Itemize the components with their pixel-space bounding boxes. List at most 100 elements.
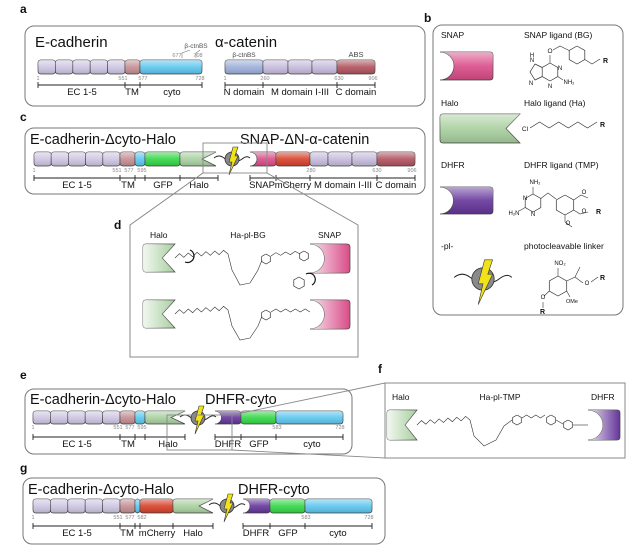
residue-number: 583	[272, 425, 281, 431]
residue-number: 595	[137, 425, 146, 431]
halo-tag-icon	[142, 299, 176, 329]
ha-pl-bg-chain	[270, 250, 301, 257]
residue-number: 582	[137, 515, 146, 521]
tmp-pyrimidine-ring	[524, 193, 542, 213]
pl-ring	[261, 309, 271, 321]
cyto-domain	[304, 498, 373, 514]
bg-benzene-ring	[568, 45, 586, 65]
tm-domain	[119, 498, 136, 514]
tm-domain	[124, 59, 141, 75]
domain-label: Halo	[158, 439, 178, 450]
residue-number: 280	[306, 168, 315, 174]
domain-label: Halo	[183, 528, 203, 539]
halo-label: Halo	[441, 98, 459, 108]
panel-b-box	[432, 24, 624, 316]
panel-label-c: c	[20, 110, 27, 124]
domain-label: EC 1-5	[62, 528, 92, 539]
residue-number: 1	[36, 76, 39, 82]
bg-ring	[299, 250, 309, 262]
bs-bracket	[181, 49, 191, 58]
bond	[540, 192, 557, 200]
domain-label: cyto	[329, 528, 346, 539]
gfp-domain	[269, 498, 306, 514]
bond	[566, 290, 571, 298]
pl-benzene-ring	[548, 275, 568, 297]
juxtamembrane-segment	[134, 498, 141, 514]
snap-tag-icon	[439, 51, 494, 81]
domain-label: EC 1-5	[62, 439, 92, 450]
panel-label-a: a	[20, 2, 27, 16]
m-domain-3	[351, 151, 378, 167]
tmp-pyrimidine-ring	[563, 419, 573, 431]
ec-domain-2	[55, 59, 74, 75]
panel-label-e: e	[20, 368, 27, 382]
halo-tag-icon	[439, 113, 521, 144]
atom-label: N	[530, 58, 534, 64]
residue-number: 577	[124, 168, 133, 174]
panel-f-box	[384, 382, 626, 459]
panel-e-box	[24, 388, 353, 455]
residue-number: 577	[138, 76, 147, 82]
construct-e-right-title: DHFR-cyto	[205, 392, 277, 408]
domain-label: DHFR	[243, 528, 270, 539]
atom-label: H₂N	[509, 211, 520, 217]
n-domain	[224, 59, 264, 75]
residue-number: 577	[125, 425, 134, 431]
dhfr-label: DHFR	[591, 392, 615, 402]
r-group-label: R	[540, 309, 545, 316]
tmp-benzene-ring	[546, 414, 556, 426]
bg-pyrimidine-ring	[541, 62, 559, 82]
dhfr-ligand-label: DHFR ligand (TMP)	[524, 160, 599, 170]
bs-bracket	[195, 49, 201, 58]
residue-number: 630	[372, 168, 381, 174]
ha-pl-tmp-chain	[469, 419, 513, 447]
residue-number: 1	[31, 515, 34, 521]
r-group-label: R	[603, 58, 608, 65]
gfp-domain	[240, 410, 277, 425]
atom-label: N	[558, 66, 562, 72]
cyto-domain	[139, 59, 203, 75]
ha-pl-bg-chain	[174, 305, 229, 315]
gfp-domain	[144, 151, 181, 167]
residue-number: 1	[31, 425, 34, 431]
residue-number: 583	[301, 515, 310, 521]
ha-pl-tmp-chain	[521, 414, 546, 419]
ha-pl-bg-chain	[270, 308, 311, 313]
domain-label: SNAP	[249, 180, 275, 191]
atom-label: N	[531, 212, 535, 218]
dhfr-domain	[214, 410, 242, 425]
ha-pl-bg-chain	[227, 253, 263, 286]
snap-label: SNAP	[441, 30, 464, 40]
residue-number: 551	[118, 76, 127, 82]
atom-label: H	[530, 53, 534, 59]
dhfr-tag-icon	[587, 409, 621, 441]
snap-domain	[249, 151, 277, 167]
residue-number: 577	[125, 515, 134, 521]
bond	[573, 209, 589, 215]
residue-number: 551	[112, 168, 121, 174]
zoom-connector	[231, 382, 386, 416]
m-domain-2	[287, 59, 313, 75]
domain-label: M domain I-III	[271, 87, 329, 98]
atom-label: Cl	[522, 126, 529, 133]
ec-domain-3	[72, 59, 91, 75]
halo-ligand-chain	[529, 121, 598, 129]
domain-label: GFP	[249, 439, 269, 450]
ec-domain-4	[85, 151, 104, 167]
snap-label: SNAP	[318, 230, 341, 240]
domain-label: TM	[121, 180, 135, 191]
ec-domain-4	[89, 59, 108, 75]
panel-c-box	[24, 127, 426, 195]
panel-label-d: d	[114, 218, 121, 232]
bs-start-number: 677	[172, 53, 181, 59]
ec-domain-1	[32, 498, 51, 514]
ec-domain-4	[84, 498, 103, 514]
atom-label: N	[529, 81, 533, 87]
halo-ligand-label: Halo ligand (Ha)	[524, 98, 586, 108]
